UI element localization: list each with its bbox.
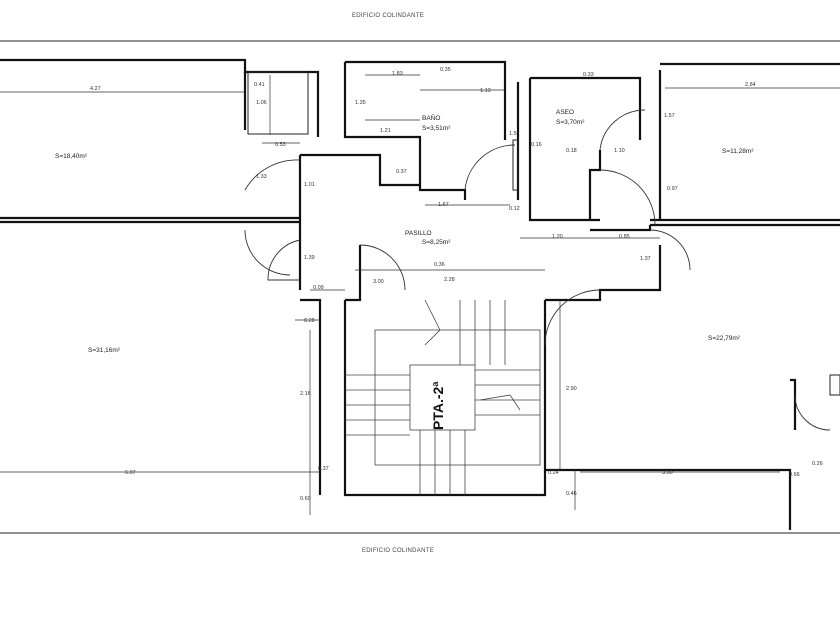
dim-label: 0.66 [789, 472, 800, 478]
dim-label: 0.26 [812, 461, 823, 467]
dim-label: 1.35 [355, 100, 366, 106]
room-labels: S=18,40m² S=31,16m² BAÑO S=3,51m² ASEO S… [55, 109, 754, 354]
dim-label: 0.12 [509, 206, 520, 212]
dim-label: 0.53 [275, 142, 286, 148]
dim-label: 0.28 [304, 318, 315, 324]
dim-label: 3.00 [373, 279, 384, 285]
room-top-right-area: S=11,28m² [722, 148, 754, 155]
hallway-area: S=8,25m² [422, 239, 451, 246]
dim-label: 3.00 [662, 470, 673, 476]
hallway-label: PASILLO [405, 230, 432, 237]
bathroom-area: S=3,51m² [422, 125, 451, 132]
dim-label: 0.85 [619, 234, 630, 240]
dim-label: 0.46 [566, 491, 577, 497]
dim-label: 1.39 [304, 255, 315, 261]
dim-label: 1.21 [380, 128, 391, 134]
dim-label: 1.83 [392, 71, 403, 77]
dim-label: 0.60 [300, 496, 311, 502]
room-bottom-right-area: S=22,79m² [708, 335, 741, 342]
doors [244, 109, 831, 431]
dim-label: 1.20 [552, 234, 563, 240]
dim-label: 1.37 [640, 256, 651, 262]
dim-label: 1.01 [304, 182, 315, 188]
dim-label: 0.37 [318, 466, 329, 472]
staircase [345, 299, 541, 495]
dim-label: 1.06 [256, 100, 267, 106]
dim-label: 1.33 [256, 174, 267, 180]
built-in-details [247, 71, 840, 396]
dim-label: 6.07 [125, 470, 136, 476]
room-top-left-area: S=18,40m² [55, 153, 88, 160]
dimension-lines [0, 74, 840, 515]
dim-label: 1.67 [438, 202, 449, 208]
dim-label: 2.16 [300, 391, 311, 397]
dim-label: 0.16 [531, 142, 542, 148]
dim-label: 0.18 [566, 148, 577, 154]
dim-label: 0.97 [667, 186, 678, 192]
dim-label: 2.84 [745, 82, 756, 88]
bathroom-label: BAÑO [422, 113, 440, 122]
dim-label: 0.36 [434, 262, 445, 268]
dim-label: 2.90 [566, 386, 577, 392]
dim-label: 1.57 [664, 113, 675, 119]
dim-label: 0.33 [583, 72, 594, 78]
walls [0, 58, 840, 530]
room-bottom-left-area: S=31,16m² [88, 347, 121, 354]
dim-label: 2.28 [444, 277, 455, 283]
dim-label: 1.10 [614, 148, 625, 154]
dim-label: 0.35 [440, 67, 451, 73]
dim-label: 1.5 [509, 131, 517, 137]
property-boundary [0, 40, 840, 534]
toilet-label: ASEO [556, 109, 574, 116]
dim-label: 0.41 [254, 82, 265, 88]
dim-label: 0.24 [548, 470, 559, 476]
dim-label: 0.09 [313, 285, 324, 291]
toilet-area: S=3,70m² [556, 119, 585, 126]
landing-label: PTA.-2ª [430, 381, 446, 430]
top-neighbor-label: EDIFICIO COLINDANTE [352, 13, 424, 19]
dim-label: 1.13 [480, 88, 491, 94]
dim-label: 0.37 [396, 169, 407, 175]
dim-label: 4.27 [90, 86, 101, 92]
dimension-labels: 4.27 0.41 1.06 0.53 1.83 0.35 1.13 1.35 … [90, 67, 823, 502]
bottom-neighbor-label: EDIFICIO COLINDANTE [362, 548, 434, 554]
